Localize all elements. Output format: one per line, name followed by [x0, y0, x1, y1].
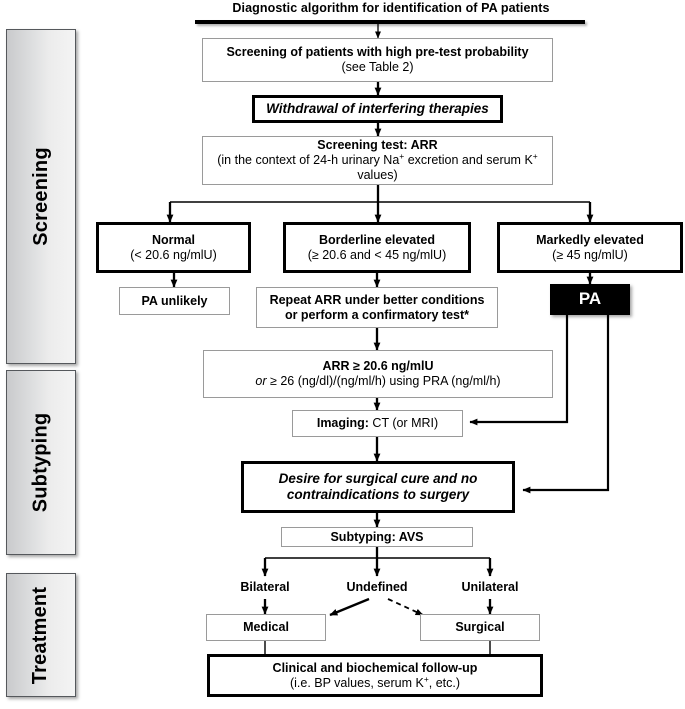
node-desire-for-surgery[interactable]: Desire for surgical cure and no contrain…	[241, 461, 515, 513]
node-repeat-arr[interactable]: Repeat ARR under better conditions or pe…	[256, 287, 498, 328]
title-rule	[195, 20, 585, 24]
node-line-2: (i.e. BP values, serum K+, etc.)	[289, 673, 461, 691]
text-b: , etc.)	[428, 675, 461, 690]
node-line-2: or ≥ 26 (ng/dl)/(ng/ml/h) using PRA (ng/…	[255, 374, 500, 389]
node-line-1: Withdrawal of interfering therapies	[266, 101, 489, 117]
node-line-1: Borderline elevated	[318, 232, 435, 247]
node-line-1: Markedly elevated	[536, 232, 644, 247]
node-subtyping-avs[interactable]: Subtyping: AVS	[281, 527, 473, 547]
node-withdrawal-of-therapies[interactable]: Withdrawal of interfering therapies	[252, 95, 503, 123]
node-treatment-medical[interactable]: Medical	[206, 614, 326, 641]
node-line-1: Clinical and biochemical follow-up	[272, 660, 478, 675]
superscript-plus: +	[423, 673, 429, 684]
text-or: or	[255, 374, 267, 388]
node-arr-threshold[interactable]: ARR ≥ 20.6 ng/mlU or ≥ 26 (ng/dl)/(ng/ml…	[203, 350, 553, 398]
node-line-2: (in the context of 24-h urinary Na+ excr…	[203, 150, 552, 183]
node-line-2: contraindications to surgery	[286, 487, 470, 502]
node-screening-test-arr[interactable]: Screening test: ARR (in the context of 2…	[202, 136, 553, 185]
text-b: excretion and serum K	[404, 153, 533, 168]
node-line-1: Screening of patients with high pre-test…	[226, 45, 529, 60]
node-clinical-followup[interactable]: Clinical and biochemical follow-up (i.e.…	[207, 654, 543, 697]
superscript-plus-1: +	[399, 150, 405, 161]
page-title: Diagnostic algorithm for identification …	[232, 1, 550, 15]
node-line-1: Screening test: ARR	[317, 138, 438, 153]
text-a: (i.e. BP values, serum K	[289, 675, 424, 690]
node-line-1: Surgical	[455, 620, 505, 635]
node-line-1: ARR ≥ 20.6 ng/mlU	[322, 359, 434, 374]
phase-label-subtyping: Subtyping	[29, 412, 52, 513]
node-line-1: Desire for surgical cure and no	[278, 471, 478, 487]
text-a: (in the context of 24-h urinary Na	[217, 153, 400, 168]
phase-rail-treatment: Treatment	[6, 573, 76, 697]
node-line-2: or perform a confirmatory test*	[284, 307, 470, 322]
node-line-2: (see Table 2)	[341, 60, 414, 74]
node-line-1: Imaging: CT (or MRI)	[317, 416, 438, 431]
phase-rail-subtyping: Subtyping	[6, 370, 76, 555]
node-screening-patients[interactable]: Screening of patients with high pre-test…	[202, 38, 553, 82]
text-bold: Imaging:	[316, 416, 369, 431]
node-result-markedly-elevated[interactable]: Markedly elevated (≥ 45 ng/mlU)	[497, 222, 683, 273]
label-unilateral: Unilateral	[461, 580, 519, 594]
text-c: values)	[357, 167, 398, 182]
node-line-1: Medical	[243, 620, 289, 635]
node-pa-unlikely[interactable]: PA unlikely	[119, 287, 230, 315]
node-pa-diagnosis[interactable]: PA	[550, 284, 630, 315]
node-result-normal[interactable]: Normal (< 20.6 ng/mlU)	[96, 222, 251, 273]
node-line-2: (< 20.6 ng/mlU)	[130, 247, 217, 262]
text-rest: CT (or MRI)	[368, 416, 439, 431]
node-line-2: (≥ 45 ng/mlU)	[552, 247, 628, 262]
node-line-1: Repeat ARR under better conditions	[269, 292, 485, 307]
node-treatment-surgical[interactable]: Surgical	[420, 614, 540, 641]
label-bilateral: Bilateral	[240, 580, 290, 594]
phase-rail-screening: Screening	[6, 29, 76, 364]
node-line-1: PA	[578, 289, 602, 309]
node-line-1: PA unlikely	[141, 293, 208, 308]
node-result-borderline-elevated[interactable]: Borderline elevated (≥ 20.6 and < 45 ng/…	[283, 222, 471, 273]
phase-label-treatment: Treatment	[29, 586, 52, 684]
node-line-1: Normal	[151, 232, 196, 247]
phase-label-screening: Screening	[29, 147, 52, 246]
node-line-2: (≥ 20.6 and < 45 ng/mlU)	[307, 247, 447, 262]
text-rest: ≥ 26 (ng/dl)/(ng/ml/h) using PRA (ng/ml/…	[266, 374, 501, 388]
node-line-1: Subtyping: AVS	[330, 529, 424, 544]
node-imaging[interactable]: Imaging: CT (or MRI)	[292, 410, 463, 437]
superscript-plus-2: +	[532, 150, 538, 161]
label-undefined: Undefined	[346, 580, 408, 594]
